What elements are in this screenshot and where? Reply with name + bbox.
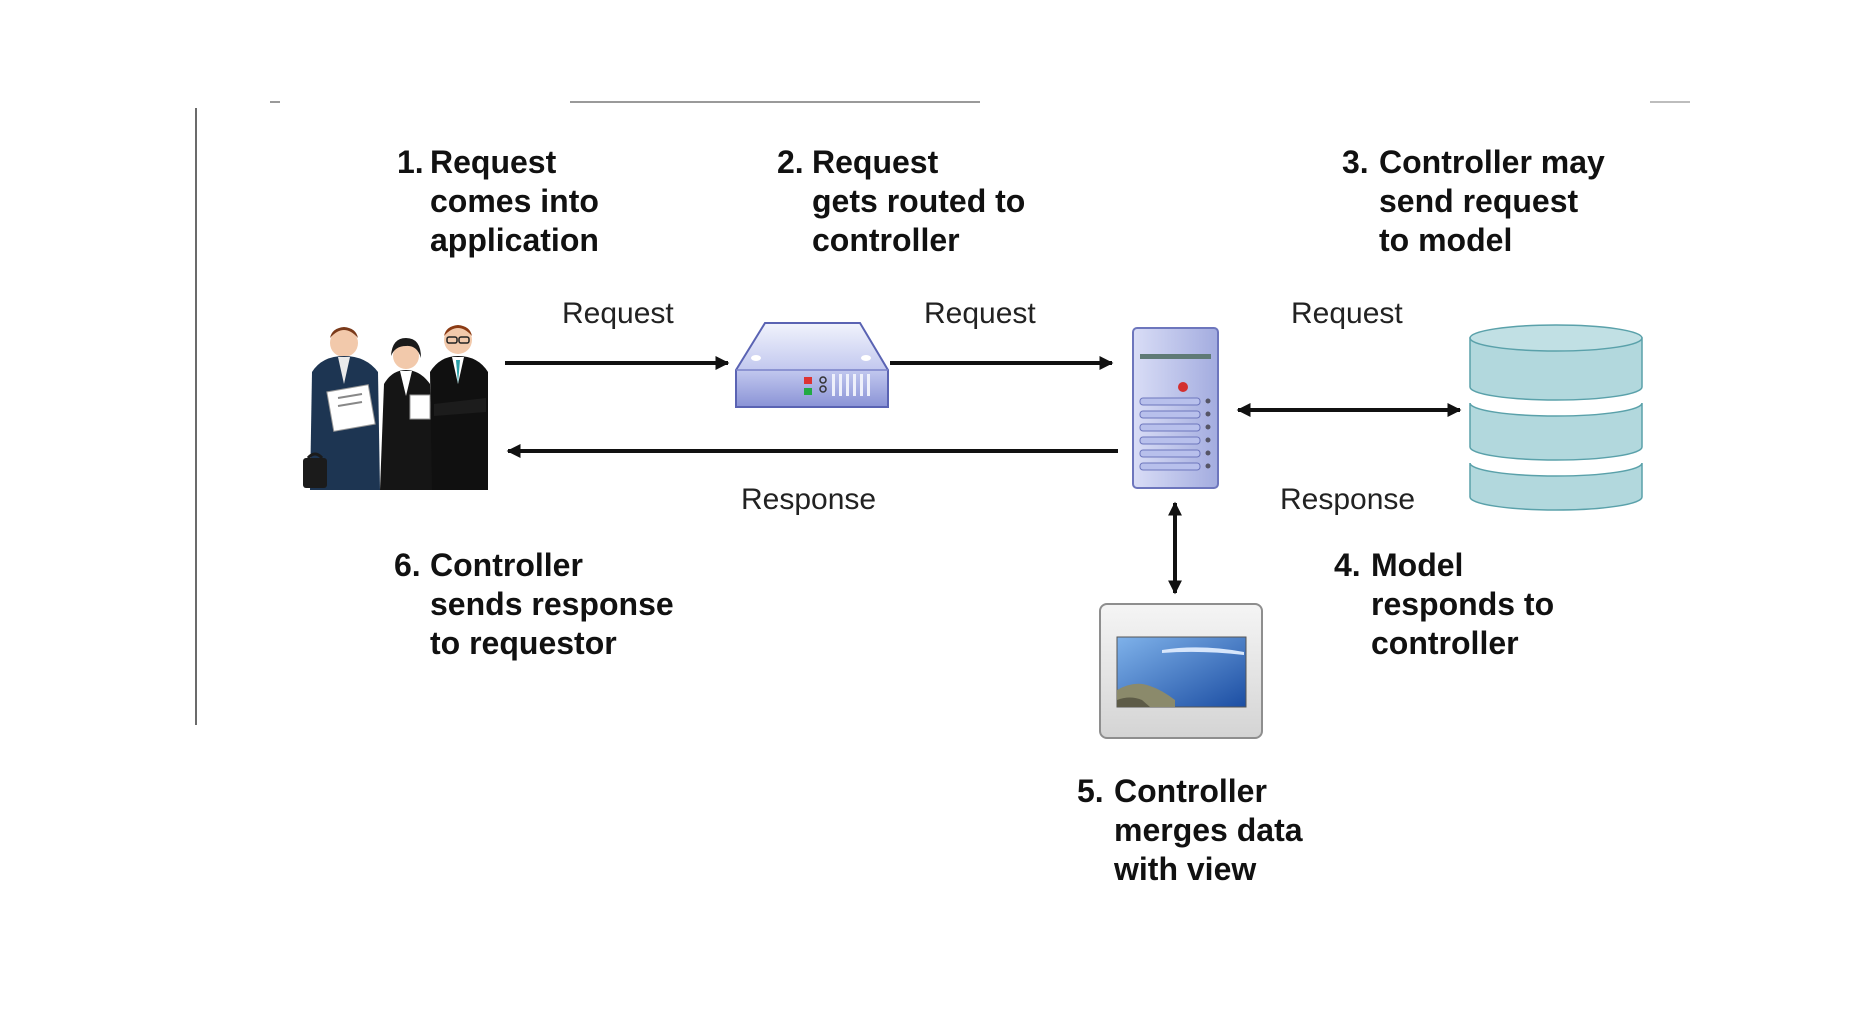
- server-tower-icon: [1132, 327, 1219, 489]
- step-line: sends response: [430, 586, 674, 622]
- label-response-main: Response: [741, 483, 877, 516]
- step-line: Controller: [430, 547, 583, 583]
- step-line: with view: [1114, 851, 1257, 887]
- label-request-2: Request: [924, 297, 1036, 330]
- view-picture-icon: [1099, 603, 1263, 739]
- business-people-icon: [303, 325, 488, 490]
- step-line: to requestor: [430, 625, 617, 661]
- step-line: Request: [430, 144, 557, 180]
- step-5-merges-with-view: 5. Controller merges data with view: [1077, 772, 1303, 889]
- step-line: merges data: [1114, 812, 1303, 848]
- label-request-1: Request: [562, 297, 674, 330]
- step-line: Request: [812, 144, 939, 180]
- step-line: responds to: [1371, 586, 1555, 622]
- step-line: application: [430, 222, 599, 258]
- step-line: to model: [1379, 222, 1513, 258]
- step-number: 4.: [1334, 547, 1361, 583]
- step-line: controller: [812, 222, 960, 258]
- step-line: comes into: [430, 183, 599, 219]
- step-3-controller-to-model: 3. Controller may send request to model: [1342, 143, 1605, 260]
- step-number: 6.: [394, 547, 421, 583]
- step-line: gets routed to: [812, 183, 1026, 219]
- step-number: 3.: [1342, 144, 1369, 180]
- database-icon: [1469, 324, 1643, 511]
- step-line: controller: [1371, 625, 1519, 661]
- step-1-request-comes-in: 1. Request comes into application: [397, 143, 599, 260]
- step-2-request-routed: 2. Request gets routed to controller: [777, 143, 1025, 260]
- step-line: Controller: [1114, 773, 1267, 809]
- page-edges: [195, 101, 1690, 725]
- router-icon: [735, 322, 889, 408]
- step-line: send request: [1379, 183, 1579, 219]
- arrows: [505, 356, 1462, 595]
- step-number: 1.: [397, 144, 424, 180]
- step-number: 5.: [1077, 773, 1104, 809]
- step-line: Controller may: [1379, 144, 1605, 180]
- step-4-model-responds: 4. Model responds to controller: [1334, 546, 1554, 663]
- step-number: 2.: [777, 144, 804, 180]
- label-response-model: Response: [1280, 483, 1416, 516]
- step-6-sends-response: 6. Controller sends response to requesto…: [394, 546, 674, 663]
- step-line: Model: [1371, 547, 1464, 583]
- label-request-3: Request: [1291, 297, 1403, 330]
